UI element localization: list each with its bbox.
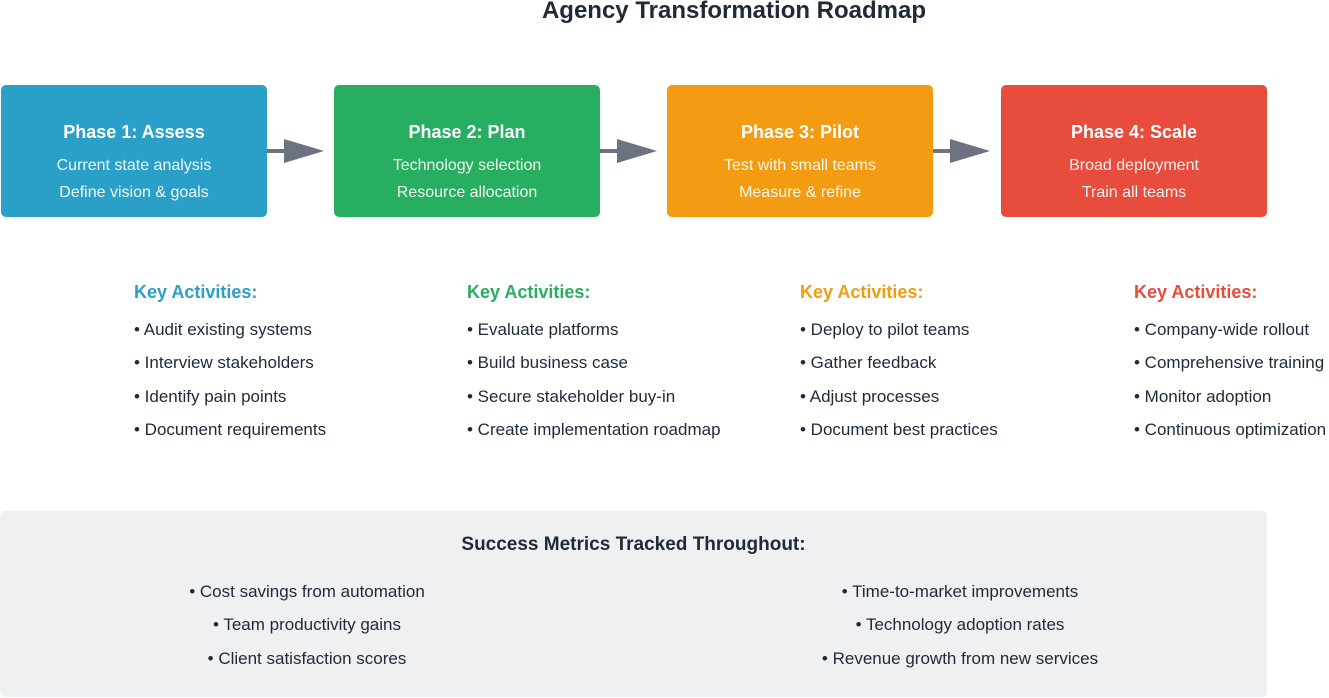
activities-list: • Audit existing systems • Interview sta… bbox=[134, 320, 354, 440]
phase-box-assess: Phase 1: Assess Current state analysis D… bbox=[1, 85, 267, 217]
activities-pilot: Key Activities: • Deploy to pilot teams … bbox=[800, 281, 1020, 453]
phase-title: Phase 3: Pilot bbox=[740, 122, 860, 142]
metrics-list-left: • Cost savings from automation • Team pr… bbox=[107, 582, 507, 682]
activities-heading: Key Activities: bbox=[467, 282, 591, 302]
list-item: • Interview stakeholders bbox=[134, 353, 314, 373]
phase-box-pilot: Phase 3: Pilot Test with small teams Mea… bbox=[667, 85, 933, 217]
list-item: • Technology adoption rates bbox=[855, 615, 1065, 635]
phase-box-plan: Phase 2: Plan Technology selection Resou… bbox=[334, 85, 600, 217]
list-item: • Monitor adoption bbox=[1134, 386, 1272, 406]
list-item: • Create implementation roadmap bbox=[467, 419, 721, 439]
activities-assess: Key Activities: • Audit existing systems… bbox=[134, 281, 354, 453]
list-item: • Time-to-market improvements bbox=[841, 582, 1079, 601]
list-item: • Revenue growth from new services bbox=[821, 648, 1099, 668]
phase-description: Test with small teams bbox=[723, 157, 877, 174]
phase-title: Phase 4: Scale bbox=[1070, 122, 1198, 142]
list-item: • Identify pain points bbox=[134, 386, 287, 406]
list-item: • Gather feedback bbox=[800, 353, 937, 373]
list-item: • Company-wide rollout bbox=[1134, 320, 1310, 339]
phase-title: Phase 2: Plan bbox=[408, 122, 526, 142]
list-item: • Document requirements bbox=[134, 419, 327, 439]
list-item: • Comprehensive training bbox=[1134, 353, 1325, 373]
list-item: • Deploy to pilot teams bbox=[800, 320, 970, 339]
activities-list: • Company-wide rollout • Comprehensive t… bbox=[1134, 320, 1329, 440]
phase-description: Define vision & goals bbox=[59, 184, 209, 201]
success-metrics-panel: Success Metrics Tracked Throughout: • Co… bbox=[0, 511, 1267, 697]
phase-description: Current state analysis bbox=[56, 157, 212, 174]
phase-description: Measure & refine bbox=[739, 184, 861, 201]
arrow-right-icon bbox=[600, 139, 657, 163]
activities-list: • Evaluate platforms • Build business ca… bbox=[467, 320, 721, 440]
list-item: • Adjust processes bbox=[800, 386, 940, 406]
list-item: • Client satisfaction scores bbox=[207, 648, 407, 668]
list-item: • Secure stakeholder buy-in bbox=[467, 386, 676, 406]
activities-plan: Key Activities: • Evaluate platforms • B… bbox=[467, 281, 721, 453]
arrow-right-icon bbox=[267, 139, 324, 163]
phase-description: Technology selection bbox=[392, 157, 542, 174]
phase-description: Train all teams bbox=[1081, 184, 1187, 201]
phase-description: Resource allocation bbox=[396, 184, 538, 201]
arrow-right-icon bbox=[933, 139, 990, 163]
activities-list: • Deploy to pilot teams • Gather feedbac… bbox=[800, 320, 1020, 440]
metrics-list-right: • Time-to-market improvements • Technolo… bbox=[760, 582, 1160, 682]
activities-heading: Key Activities: bbox=[134, 282, 258, 302]
phase-description: Broad deployment bbox=[1069, 157, 1199, 174]
list-item: • Build business case bbox=[467, 353, 628, 373]
activities-heading: Key Activities: bbox=[800, 282, 924, 302]
list-item: • Team productivity gains bbox=[212, 615, 401, 635]
list-item: • Cost savings from automation bbox=[189, 582, 425, 601]
phase-title: Phase 1: Assess bbox=[63, 122, 205, 142]
list-item: • Document best practices bbox=[800, 419, 998, 439]
activities-scale: Key Activities: • Company-wide rollout •… bbox=[1134, 281, 1329, 453]
metrics-heading: Success Metrics Tracked Throughout: bbox=[461, 534, 806, 555]
page-title: Agency Transformation Roadmap bbox=[541, 0, 927, 24]
list-item: • Continuous optimization bbox=[1134, 419, 1327, 439]
phase-box-scale: Phase 4: Scale Broad deployment Train al… bbox=[1001, 85, 1267, 217]
list-item: • Evaluate platforms bbox=[467, 320, 619, 339]
list-item: • Audit existing systems bbox=[134, 320, 312, 339]
activities-heading: Key Activities: bbox=[1134, 282, 1258, 302]
